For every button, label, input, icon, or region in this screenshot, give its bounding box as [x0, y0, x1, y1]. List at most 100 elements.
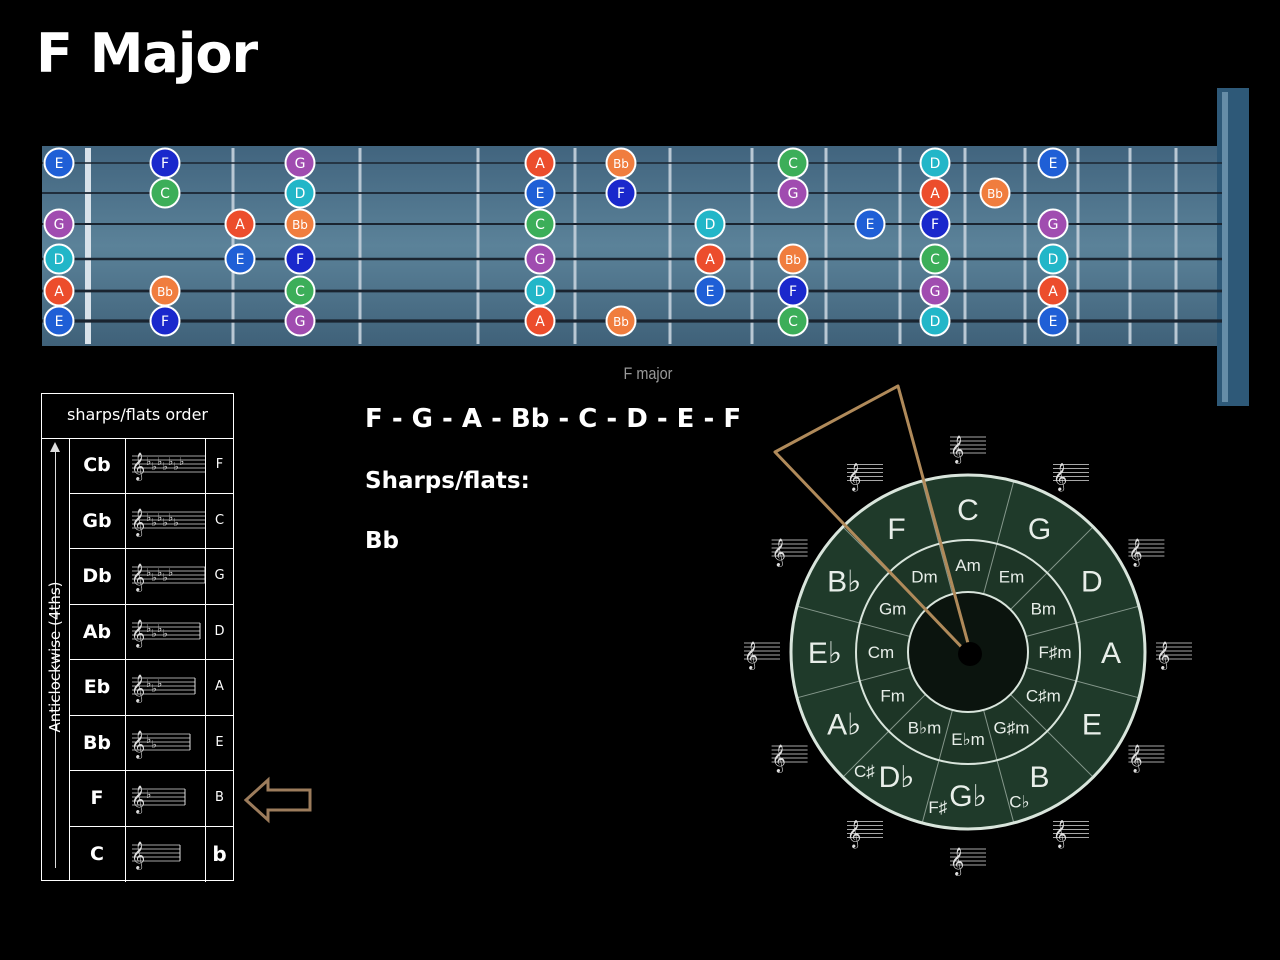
note-label: E: [866, 217, 875, 233]
nut: [85, 148, 91, 344]
note-marker: F: [149, 147, 181, 179]
fret-wire: [1023, 148, 1027, 344]
note-label: E: [1049, 314, 1058, 330]
segment-divider: [1025, 667, 1139, 699]
order-direction-label: Anticlockwise (4ths): [46, 581, 64, 733]
note-label: D: [535, 284, 546, 300]
order-note: F: [215, 457, 224, 472]
treble-clef-icon: 𝄞: [847, 819, 861, 848]
note-marker: A: [524, 305, 556, 337]
note-label: F: [617, 186, 625, 202]
note-marker: E: [43, 147, 75, 179]
note-marker: E: [1037, 147, 1069, 179]
note-label: F: [789, 284, 797, 300]
minor-key-label: Cm: [868, 643, 894, 662]
key-name: Bb: [69, 715, 126, 770]
note-marker: F: [919, 208, 951, 240]
circle-of-fifths: CAm𝄞GEm𝄞DBm𝄞AF♯m𝄞EC♯m𝄞BC♭G♯m𝄞G♭F♯E♭m𝄞D♭C…: [744, 384, 1192, 876]
note-marker: C: [524, 208, 556, 240]
key-name: Gb: [69, 493, 126, 548]
note-marker: C: [919, 243, 951, 275]
note-marker: G: [284, 147, 316, 179]
note-marker: Bb: [605, 305, 637, 337]
note-label: E: [1049, 156, 1058, 172]
order-table-row: Gb𝄞♭♭♭♭♭♭C: [69, 493, 233, 549]
fretboard-caption: F major: [623, 364, 673, 383]
order-table-row: Bb𝄞♭♭E: [69, 715, 233, 771]
sharps-flats-value: Bb: [365, 528, 399, 554]
flat-icon: ♭: [146, 566, 151, 579]
segment-divider: [1010, 694, 1093, 777]
order-table-row: Cb𝄞♭♭♭♭♭♭♭F: [69, 438, 233, 494]
note-marker: A: [694, 243, 726, 275]
up-arrow-icon: [50, 442, 60, 452]
major-key-label: D: [1081, 566, 1103, 599]
fret-wire: [963, 148, 967, 344]
note-label: E: [236, 252, 245, 268]
sharps-flats-label: Sharps/flats:: [365, 468, 530, 494]
flat-icon: ♭: [157, 511, 162, 524]
major-key-label: G: [1028, 513, 1051, 546]
scale-notes: F - G - A - Bb - C - D - E - F: [365, 404, 742, 434]
segment-divider: [843, 694, 926, 777]
note-label: D: [930, 314, 941, 330]
fret-wire: [824, 148, 828, 344]
flat-icon: ♭: [174, 516, 179, 529]
order-note: C: [214, 512, 225, 528]
minor-key-label: Dm: [911, 568, 937, 587]
note-label: G: [930, 284, 941, 300]
note-label: G: [535, 252, 546, 268]
note-marker: G: [919, 275, 951, 307]
sharps-flats-order-table: sharps/flats order Anticlockwise (4ths) …: [41, 393, 234, 882]
key-signature-staff: 𝄞♭: [126, 771, 206, 826]
treble-clef-icon: 𝄞: [950, 435, 964, 464]
flat-icon: ♭: [152, 571, 157, 584]
fret-wire: [476, 148, 480, 344]
note-label: E: [55, 156, 64, 172]
note-marker: G: [777, 177, 809, 209]
pointer-hub: [958, 642, 982, 666]
flat-icon: ♭: [168, 455, 173, 468]
segment-divider: [983, 481, 1015, 595]
note-marker: E: [224, 243, 256, 275]
treble-clef-icon: 𝄞: [1053, 463, 1067, 492]
treble-clef-icon: 𝄞: [1128, 744, 1142, 773]
treble-clef-icon: 𝄞: [131, 619, 145, 648]
flat-icon: ♭: [163, 460, 168, 473]
note-label: C: [788, 314, 798, 330]
note-label: Bb: [157, 285, 173, 299]
minor-key-label: Em: [999, 568, 1025, 587]
minor-key-label: Fm: [880, 687, 905, 706]
note-marker: E: [1037, 305, 1069, 337]
key-signature-icon: 𝄞: [1128, 538, 1165, 567]
major-key-label: F: [887, 513, 905, 546]
note-marker: D: [524, 275, 556, 307]
note-marker: F: [284, 243, 316, 275]
major-key-label: B♭: [827, 566, 861, 599]
note-label: D: [930, 156, 941, 172]
note-label: Bb: [613, 315, 629, 329]
note-label: F: [161, 156, 169, 172]
major-key-label: G♭: [949, 780, 987, 813]
flat-icon: ♭: [174, 460, 179, 473]
treble-clef-icon: 𝄞: [131, 563, 145, 592]
key-signature-icon: 𝄞: [1128, 744, 1165, 773]
order-note: A: [215, 679, 224, 694]
treble-clef-icon: 𝄞: [131, 785, 145, 814]
treble-clef-icon: 𝄞: [131, 508, 145, 537]
flat-icon: ♭: [146, 622, 151, 635]
key-signature-icon: 𝄞: [1156, 641, 1192, 670]
page-title: F Major: [36, 22, 258, 85]
note-label: A: [535, 314, 545, 330]
minor-key-label: E♭m: [951, 730, 985, 749]
treble-clef-icon: 𝄞: [744, 641, 758, 670]
flat-icon: ♭: [163, 571, 168, 584]
note-marker: C: [777, 305, 809, 337]
headstock-end: [1217, 88, 1249, 406]
key-signature-icon: 𝄞: [1053, 463, 1089, 492]
note-marker: A: [919, 177, 951, 209]
note-marker: A: [524, 147, 556, 179]
pointer-wedge: [773, 384, 974, 660]
treble-clef-icon: 𝄞: [131, 730, 145, 759]
